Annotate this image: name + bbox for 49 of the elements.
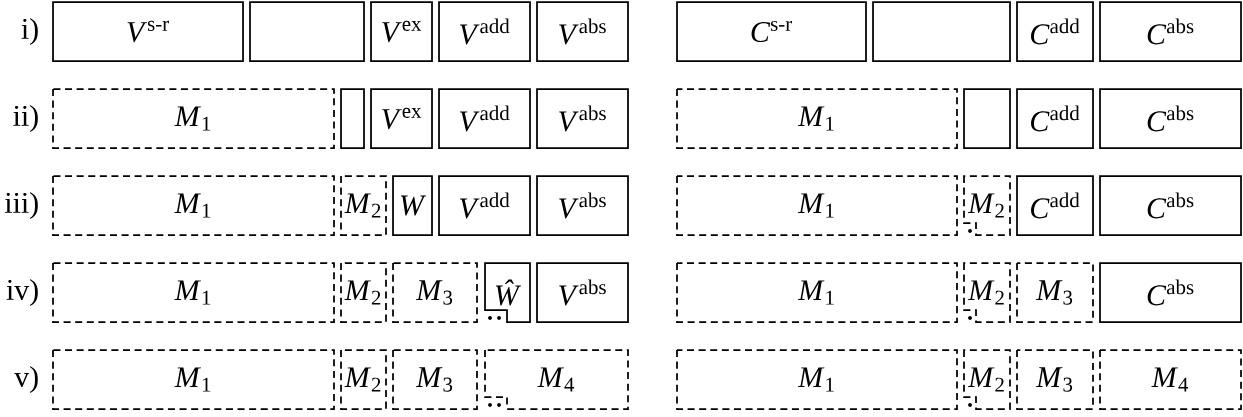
block: V$^{s-r}$ [52, 1, 244, 62]
block: V$^{add}$ [438, 1, 531, 62]
block [340, 88, 365, 149]
block: M$_{1}$ [676, 88, 958, 149]
block: M$_{3}$ [1016, 349, 1094, 410]
block: V$^{abs}$ [536, 175, 629, 236]
block: V$^{ex}$ [370, 88, 433, 149]
row-label: iv) [6, 278, 38, 307]
block: V$^{add}$ [438, 175, 531, 236]
block: M$_{3}$ [392, 349, 478, 410]
block: V$^{abs}$ [536, 88, 629, 149]
block: C$^{abs}$ [1099, 175, 1242, 236]
block: M$_{1}$ [676, 262, 958, 323]
block: M$_{2}$ [340, 349, 387, 410]
block: M$_{1}$ [676, 349, 958, 410]
block: V$^{add}$ [438, 88, 531, 149]
block: V$^{abs}$ [536, 1, 629, 62]
block: W [392, 175, 433, 236]
block [249, 1, 365, 62]
row-label: ii) [13, 104, 38, 133]
block [963, 88, 1011, 149]
row-label: i) [21, 17, 38, 46]
block: M$_{1}$ [676, 175, 958, 236]
block: M$_{2}$ [963, 349, 1011, 410]
block: M$_{3}$ [1016, 262, 1094, 323]
block: C$^{add}$ [1016, 175, 1094, 236]
row-label: v) [14, 365, 38, 394]
row-label: iii) [4, 191, 38, 220]
block: C$^{add}$ [1016, 1, 1094, 62]
block: M$_{4}$ [1099, 349, 1242, 410]
block: M$_{1}$ [52, 88, 335, 149]
block: M$_{3}$ [392, 262, 478, 323]
block: M$_{1}$ [52, 262, 335, 323]
block: C$^{s-r}$ [676, 1, 867, 62]
block: M$_{4}$ [484, 349, 629, 410]
block: C$^{abs}$ [1099, 1, 1242, 62]
block: M$_{2}$ [963, 175, 1011, 236]
block: V$^{abs}$ [536, 262, 629, 323]
block: V$^{ex}$ [370, 1, 433, 62]
block: M$_{2}$ [340, 262, 387, 323]
block: M$_{2}$ [340, 175, 387, 236]
block: M$_{2}$ [963, 262, 1011, 323]
block: C$^{abs}$ [1099, 88, 1242, 149]
block: Ŵ [484, 262, 531, 323]
block: M$_{1}$ [52, 175, 335, 236]
block: C$^{abs}$ [1099, 262, 1242, 323]
block: M$_{1}$ [52, 349, 335, 410]
block [872, 1, 1011, 62]
block: C$^{add}$ [1016, 88, 1094, 149]
